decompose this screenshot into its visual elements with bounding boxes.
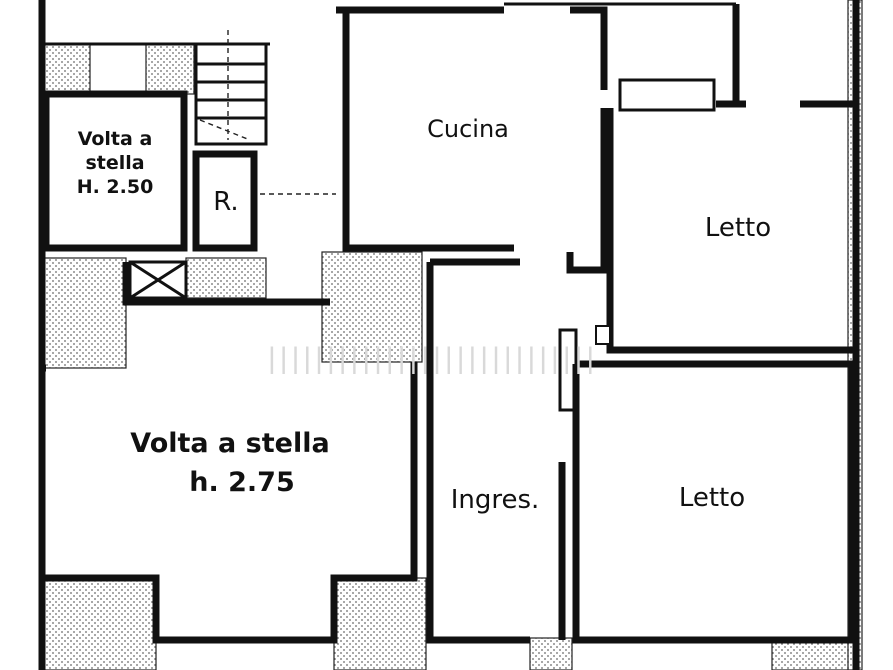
room-volta-large-walls (44, 262, 418, 644)
label-letto-bottom: Letto (678, 483, 746, 513)
room-ripostiglio-walls (192, 150, 258, 252)
shaft (128, 260, 188, 300)
label-ripostiglio: R. (213, 187, 239, 217)
room-volta-small-walls (42, 90, 188, 252)
label-letto-top: Letto (704, 213, 772, 243)
label-volta-large-line1: Volta a stella (130, 428, 330, 459)
label-volta-small-line2: stella (85, 151, 145, 174)
label-volta-small-line1: Volta a (77, 128, 153, 150)
room-cucina-walls (336, 6, 608, 274)
label-volta-large-line2: h. 2.75 (189, 467, 295, 499)
staircase (194, 30, 268, 146)
room-letto-bottom-walls (572, 360, 856, 644)
label-ingresso: Ingres. (450, 485, 540, 515)
label-volta-small: Volta a stella H. 2.50 (60, 128, 170, 199)
label-cucina: Cucina (427, 115, 509, 143)
label-volta-large: Volta a stella h. 2.75 (110, 424, 350, 502)
balcony (618, 4, 746, 112)
room-letto-top-walls (606, 100, 856, 354)
watermark: |||||||||||||||||||||||||||| (268, 342, 599, 375)
label-volta-small-line3: H. 2.50 (76, 175, 154, 198)
room-ingresso-walls (426, 258, 566, 644)
